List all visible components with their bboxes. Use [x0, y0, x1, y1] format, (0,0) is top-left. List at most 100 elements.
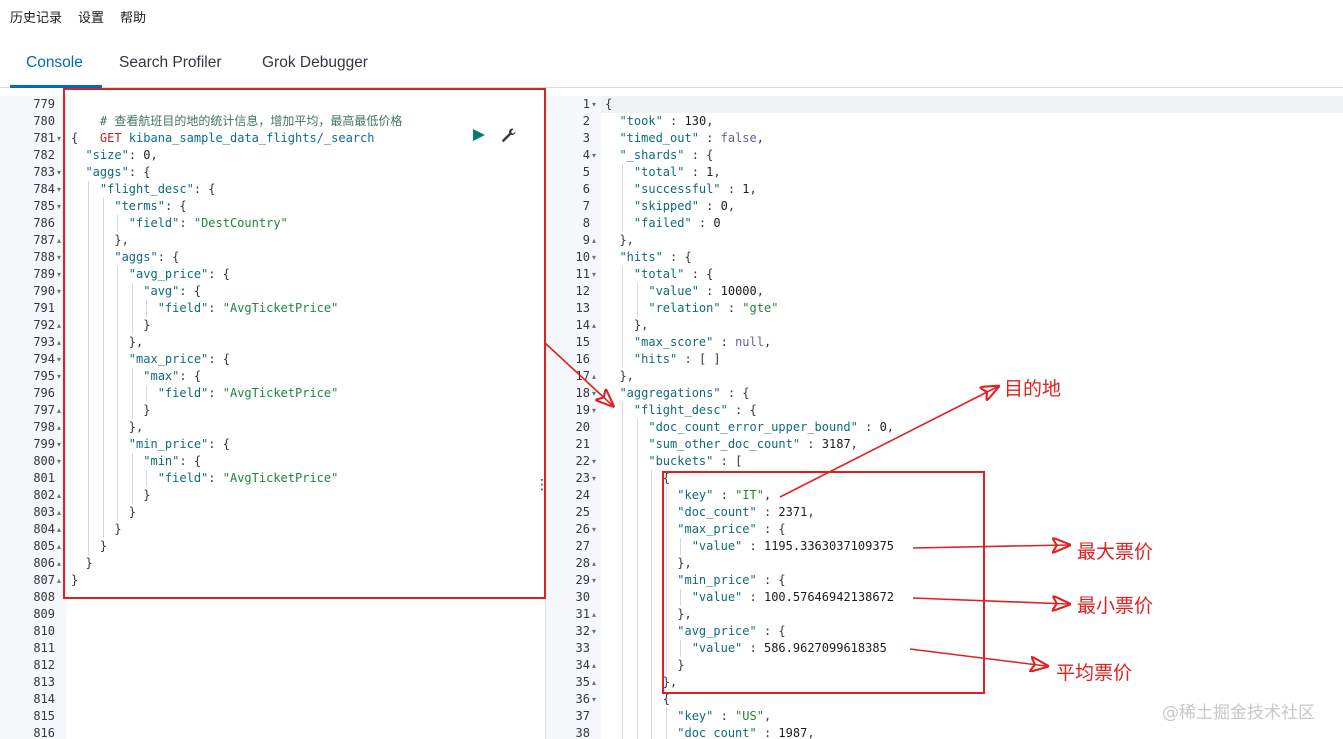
request-indent-guide: [117, 317, 119, 334]
fold-toggle-icon[interactable]: ▾: [57, 355, 62, 364]
response-line-number: 23: [575, 471, 590, 485]
fold-toggle-icon[interactable]: ▾: [592, 406, 597, 415]
request-indent-guide: [117, 266, 119, 283]
menu-settings[interactable]: 设置: [78, 11, 105, 26]
response-line-number: 35: [575, 675, 590, 689]
request-indent-guide: [88, 402, 90, 419]
response-indent-guide: [665, 623, 667, 640]
unfold-toggle-icon[interactable]: ▴: [57, 508, 62, 517]
request-indent-guide: [117, 453, 119, 470]
response-indent-guide: [622, 181, 624, 198]
unfold-toggle-icon[interactable]: ▴: [592, 372, 597, 381]
tab-search-profiler[interactable]: Search Profiler: [119, 54, 222, 71]
request-indent-guide: [102, 198, 104, 215]
unfold-toggle-icon[interactable]: ▴: [57, 406, 62, 415]
response-line-number: 37: [575, 709, 590, 723]
response-code-line: "relation" : "gte": [648, 301, 779, 315]
request-line-number: 807: [33, 573, 55, 587]
unfold-toggle-icon[interactable]: ▴: [592, 610, 597, 619]
response-indent-guide: [622, 453, 624, 470]
unfold-toggle-icon[interactable]: ▴: [592, 321, 597, 330]
fold-toggle-icon[interactable]: ▾: [57, 287, 62, 296]
response-line-number: 17: [575, 369, 590, 383]
fold-toggle-icon[interactable]: ▾: [592, 457, 597, 466]
wrench-icon[interactable]: [500, 127, 518, 143]
unfold-toggle-icon[interactable]: ▴: [57, 236, 62, 245]
fold-toggle-icon[interactable]: ▾: [57, 168, 62, 177]
unfold-toggle-icon[interactable]: ▴: [57, 559, 62, 568]
unfold-toggle-icon[interactable]: ▴: [57, 525, 62, 534]
response-indent-guide: [636, 691, 638, 708]
fold-toggle-icon[interactable]: ▾: [592, 474, 597, 483]
tab-grok-debugger[interactable]: Grok Debugger: [262, 54, 368, 71]
request-line-number: 816: [33, 726, 55, 739]
response-indent-guide: [622, 470, 624, 487]
response-viewer[interactable]: { "took" : 130, "timed_out" : false, "_s…: [601, 96, 1343, 739]
request-editor[interactable]: # 查看航班目的地的统计信息，增加平均，最高最低价格 GET kibana_sa…: [67, 96, 532, 739]
unfold-toggle-icon[interactable]: ▴: [592, 661, 597, 670]
request-code-line: }: [71, 488, 151, 502]
request-line-number: 814: [33, 692, 55, 706]
menu-history[interactable]: 历史记录: [10, 11, 63, 26]
response-indent-guide: [622, 300, 624, 317]
response-indent-guide: [636, 606, 638, 623]
unfold-toggle-icon[interactable]: ▴: [57, 321, 62, 330]
fold-toggle-icon[interactable]: ▾: [57, 134, 62, 143]
fold-toggle-icon[interactable]: ▾: [57, 440, 62, 449]
request-line-number: 782: [33, 148, 55, 162]
response-code-line: {: [605, 692, 671, 706]
fold-toggle-icon[interactable]: ▾: [592, 695, 597, 704]
response-code-line: "hits" : {: [619, 250, 692, 264]
request-line-number: 794: [33, 352, 55, 366]
request-line-number: 796: [33, 386, 55, 400]
response-code-line: "value" : 100.57646942138672: [691, 590, 895, 604]
request-code-line: }: [71, 318, 151, 332]
tab-console[interactable]: Console: [26, 54, 83, 71]
request-indent-guide: [131, 300, 133, 317]
request-indent-guide: [102, 470, 104, 487]
request-indent-guide: [88, 249, 90, 266]
response-code-line: "key" : "IT",: [677, 488, 772, 502]
fold-toggle-icon[interactable]: ▾: [57, 253, 62, 262]
active-tab-indicator: [10, 85, 102, 88]
unfold-toggle-icon[interactable]: ▴: [592, 559, 597, 568]
request-line-number: 811: [33, 641, 55, 655]
unfold-toggle-icon[interactable]: ▴: [57, 576, 62, 585]
response-indent-guide: [622, 623, 624, 640]
response-line-number: 20: [575, 420, 590, 434]
request-line-number: 806: [33, 556, 55, 570]
response-indent-guide: [636, 572, 638, 589]
fold-toggle-icon[interactable]: ▾: [592, 151, 597, 160]
response-line-number: 30: [575, 590, 590, 604]
fold-toggle-icon[interactable]: ▾: [57, 202, 62, 211]
response-indent-guide: [622, 317, 624, 334]
unfold-toggle-icon[interactable]: ▴: [592, 236, 597, 245]
fold-toggle-icon[interactable]: ▾: [57, 185, 62, 194]
fold-toggle-icon[interactable]: ▾: [592, 270, 597, 279]
response-code-line: "min_price" : {: [677, 573, 786, 587]
fold-toggle-icon[interactable]: ▾: [57, 457, 62, 466]
response-indent-guide: [636, 555, 638, 572]
play-icon[interactable]: [470, 127, 488, 143]
fold-toggle-icon[interactable]: ▾: [592, 100, 597, 109]
fold-toggle-icon[interactable]: ▾: [592, 627, 597, 636]
unfold-toggle-icon[interactable]: ▴: [57, 338, 62, 347]
fold-toggle-icon[interactable]: ▾: [592, 525, 597, 534]
request-indent-guide: [102, 504, 104, 521]
unfold-toggle-icon[interactable]: ▴: [57, 542, 62, 551]
fold-toggle-icon[interactable]: ▾: [592, 576, 597, 585]
response-code-line: "max_price" : {: [677, 522, 786, 536]
request-indent-guide: [88, 487, 90, 504]
request-indent-guide: [102, 419, 104, 436]
response-code-line: "total" : 1,: [633, 165, 721, 179]
unfold-toggle-icon[interactable]: ▴: [592, 678, 597, 687]
fold-toggle-icon[interactable]: ▾: [592, 389, 597, 398]
pane-divider[interactable]: [532, 88, 544, 739]
response-code-line: },: [605, 675, 678, 689]
fold-toggle-icon[interactable]: ▾: [57, 270, 62, 279]
unfold-toggle-icon[interactable]: ▴: [57, 491, 62, 500]
fold-toggle-icon[interactable]: ▾: [57, 372, 62, 381]
menu-help[interactable]: 帮助: [120, 11, 147, 26]
unfold-toggle-icon[interactable]: ▴: [57, 423, 62, 432]
fold-toggle-icon[interactable]: ▾: [592, 253, 597, 262]
